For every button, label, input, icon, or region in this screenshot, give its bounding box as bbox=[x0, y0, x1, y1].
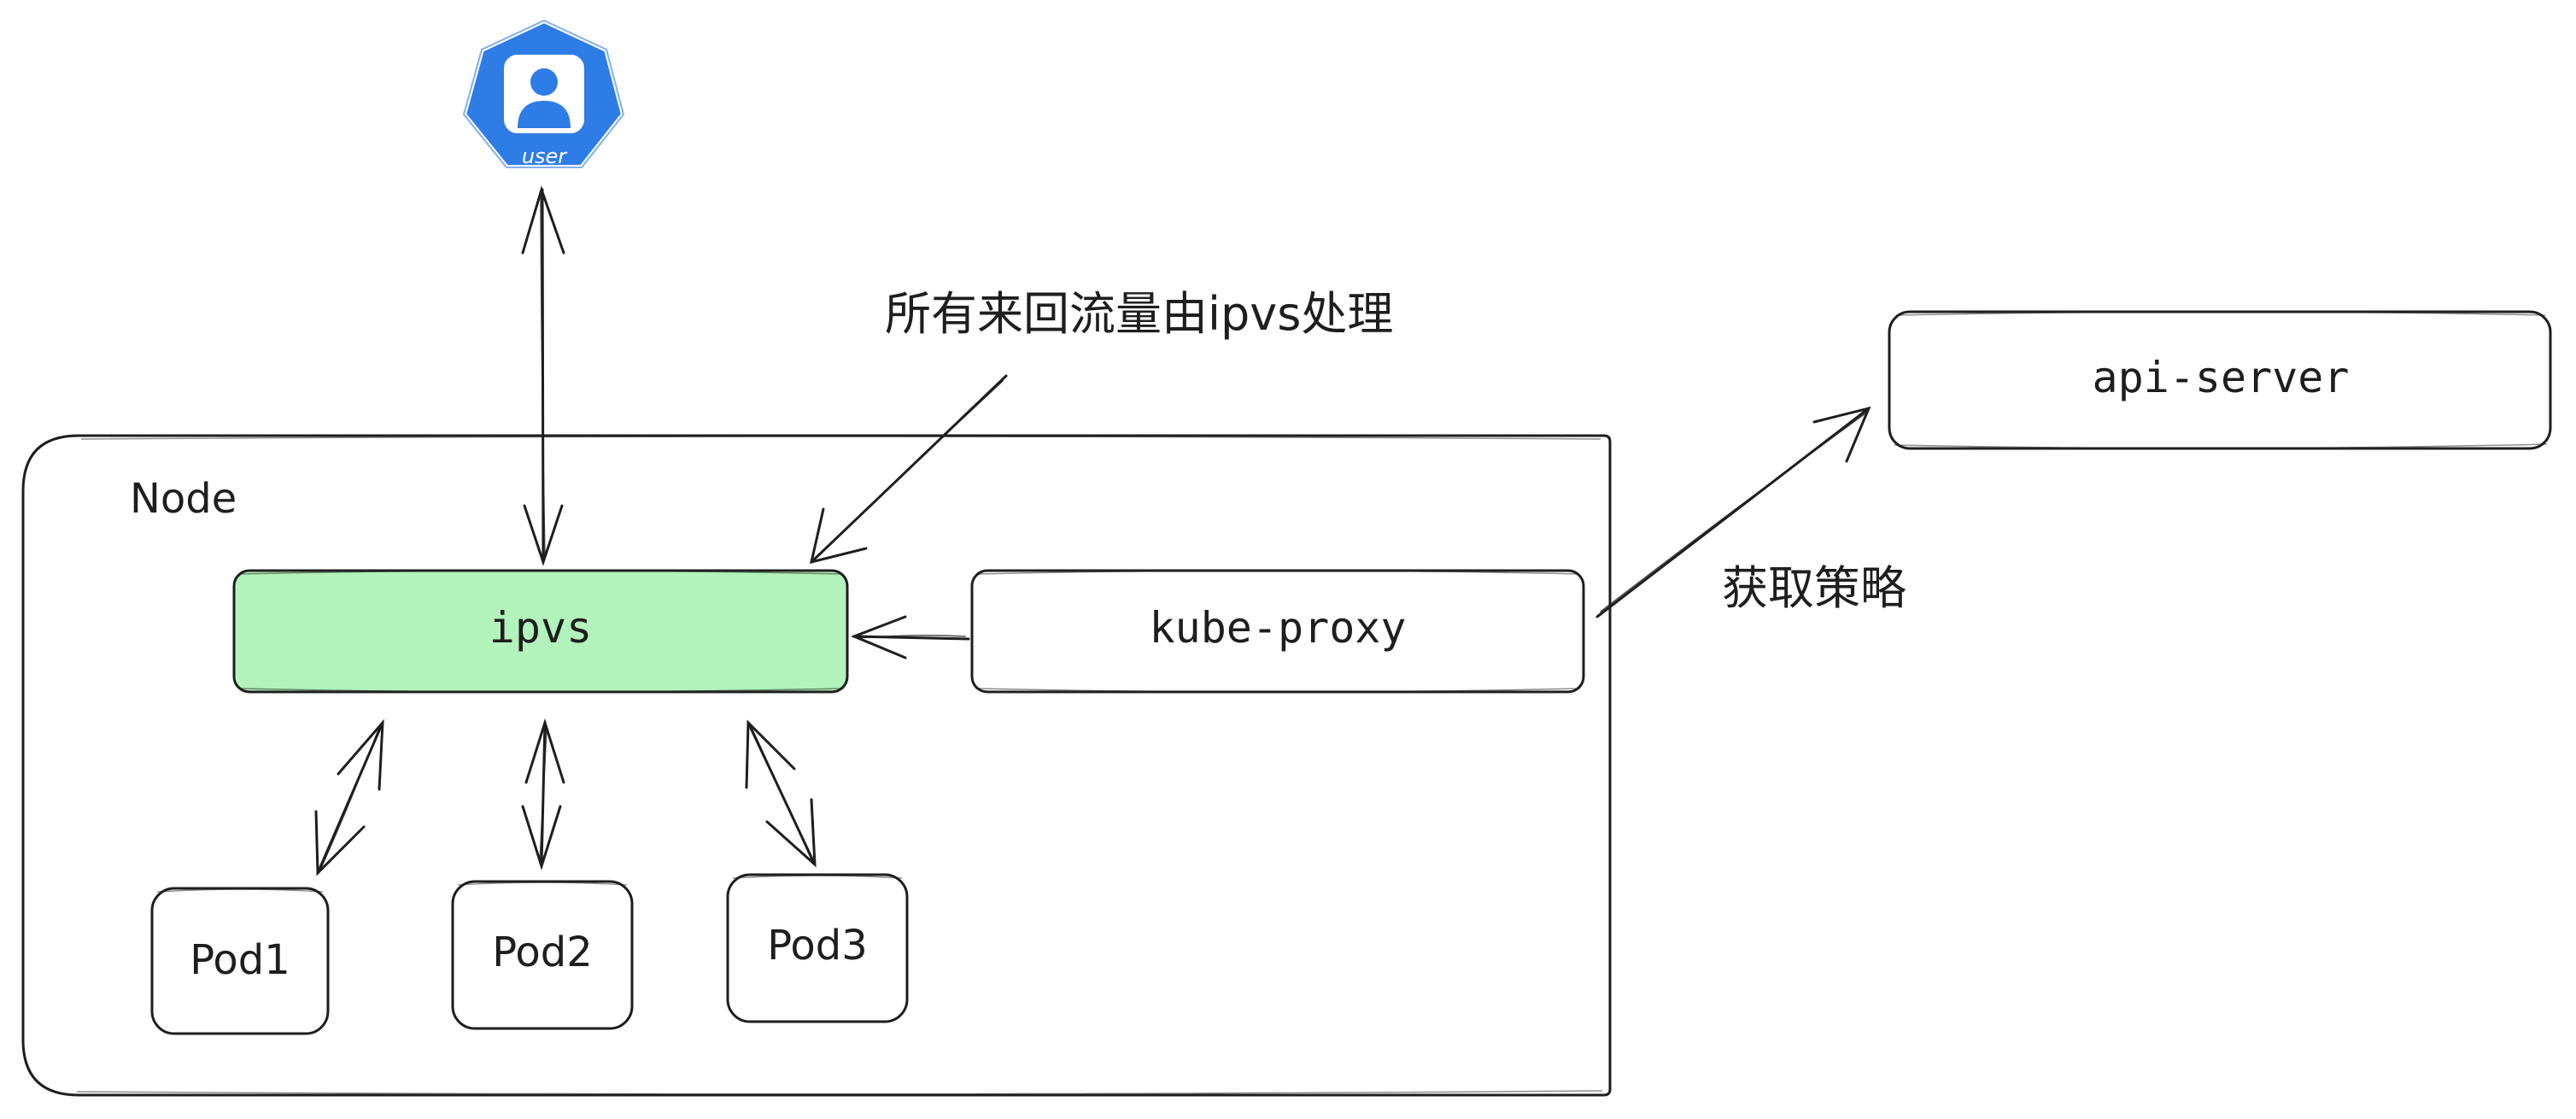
ipvs-box[interactable]: ipvs bbox=[232, 569, 849, 694]
arrow-kube-proxy-ipvs bbox=[850, 615, 970, 659]
api-server-box[interactable]: api-server bbox=[1888, 310, 2552, 450]
arrow-ipvs-pod2 bbox=[521, 718, 565, 871]
pod3-label: Pod3 bbox=[767, 922, 868, 970]
node-container: Node bbox=[21, 434, 1612, 1097]
arrow-annotation-ipvs bbox=[810, 374, 1008, 565]
policy-annotation: 获取策略 bbox=[1722, 561, 1906, 615]
pod-box-1[interactable]: Pod1 bbox=[150, 887, 330, 1035]
kube-proxy-label: kube-proxy bbox=[1149, 603, 1406, 653]
pod1-label: Pod1 bbox=[190, 936, 290, 984]
ipvs-label: ipvs bbox=[489, 603, 592, 653]
arrow-ipvs-pod1 bbox=[314, 718, 384, 876]
pod2-label: Pod2 bbox=[492, 929, 593, 976]
node-label: Node bbox=[130, 475, 237, 523]
user-badge-label: user bbox=[522, 144, 568, 168]
arrow-kube-proxy-api-server bbox=[1595, 406, 1871, 618]
ipvs-traffic-annotation: 所有来回流量由ipvs处理 bbox=[885, 287, 1393, 341]
user-badge-icon[interactable]: user bbox=[460, 17, 627, 170]
arrow-ipvs-pod3 bbox=[745, 719, 817, 868]
api-server-label: api-server bbox=[2092, 353, 2349, 402]
arrow-user-ipvs bbox=[521, 185, 565, 566]
pod-box-3[interactable]: Pod3 bbox=[726, 873, 909, 1023]
kube-proxy-box[interactable]: kube-proxy bbox=[970, 569, 1585, 694]
pod-box-2[interactable]: Pod2 bbox=[451, 880, 634, 1030]
